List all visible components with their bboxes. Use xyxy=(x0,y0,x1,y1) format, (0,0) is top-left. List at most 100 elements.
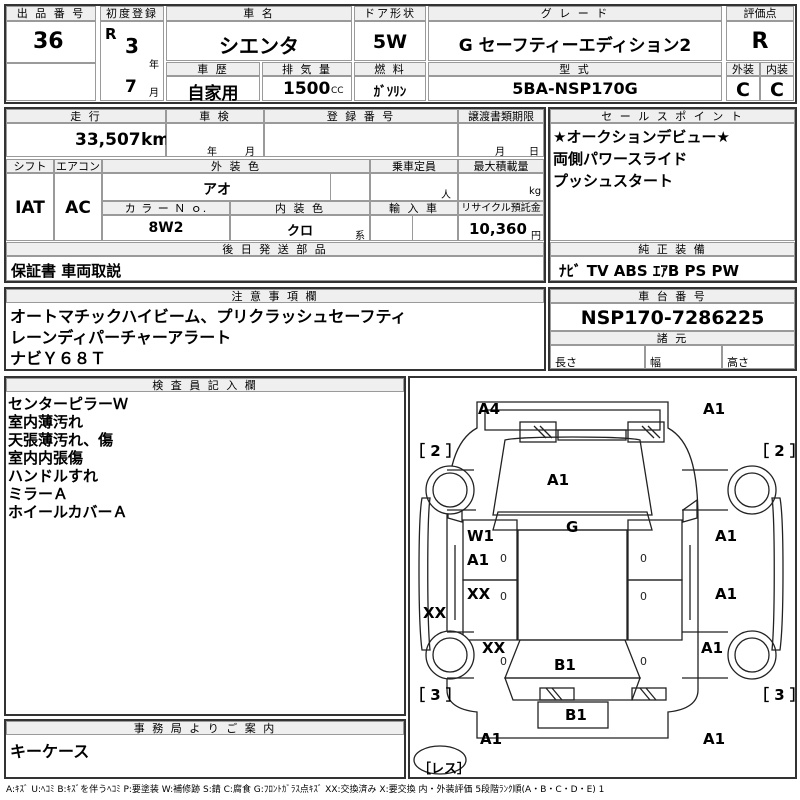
mark-rear-right: A1 xyxy=(703,730,726,748)
mark-quarter-left: XX xyxy=(482,639,506,657)
width-cell: 幅 xyxy=(645,345,722,369)
equipment-header: 純 正 装 備 xyxy=(550,242,795,256)
inspector-line: センターピラーＷ xyxy=(8,395,129,413)
door-cell: 5W xyxy=(354,21,426,61)
tire-rear-left: ［ 3 ］ xyxy=(410,686,461,704)
equipment-cell: ﾅﾋﾞ TV ABS ｴｱB PS PW xyxy=(550,256,795,281)
ac-header: エアコン xyxy=(54,159,102,173)
ac: AC xyxy=(65,198,91,218)
mark-rear-left: A1 xyxy=(480,730,503,748)
inspector-line: 天張薄汚れ、傷 xyxy=(8,431,114,449)
import-divider xyxy=(412,215,458,241)
mark-sill-left: XX xyxy=(423,604,447,622)
shift: IAT xyxy=(15,198,45,218)
inspector-frame xyxy=(4,376,406,716)
width-label: 幅 xyxy=(650,356,661,369)
model-header: 型 式 xyxy=(428,62,722,76)
fuel-header: 燃 料 xyxy=(354,62,426,76)
history-header: 車 歴 xyxy=(166,62,260,76)
office-header: 事 務 局 よ り ご 案 内 xyxy=(6,721,404,735)
reg-year: 3 xyxy=(125,34,139,58)
transfer-day: 日 xyxy=(529,147,539,158)
svg-text:0: 0 xyxy=(500,552,507,565)
later-items: 保証書 車両取説 xyxy=(11,262,122,280)
interior-color: クロ xyxy=(286,224,313,239)
note-line: レーンディパーチャーアラート xyxy=(10,328,232,347)
import-header: 輸 入 車 xyxy=(370,201,458,215)
transfer-month: 月 xyxy=(495,147,505,158)
svg-text:0: 0 xyxy=(500,590,507,603)
dims-header: 諸 元 xyxy=(550,331,795,345)
inspector-line: ホイールカバーＡ xyxy=(8,503,128,521)
grade-header: グ レ ー ド xyxy=(428,6,722,21)
mark-quarter-right: A1 xyxy=(701,639,724,657)
mark-front-door-left-2: A1 xyxy=(467,551,490,569)
score-cell: R xyxy=(726,21,794,61)
height-cell: 高さ xyxy=(722,345,795,369)
ac-cell: AC xyxy=(54,173,102,241)
notes-lines: オートマチックハイビーム、プリクラッシュセーフティ レーンディパーチャーアラート… xyxy=(10,306,406,369)
recycle-cell: 10,360 円 xyxy=(458,215,544,242)
mark-front-door-right: A1 xyxy=(715,527,738,545)
car-name-header: 車 名 xyxy=(166,6,352,21)
lot-header: 出 品 番 号 xyxy=(6,6,96,21)
displacement-unit: CC xyxy=(331,86,344,96)
exterior-header: 外装 xyxy=(726,62,760,76)
plate-cell xyxy=(264,123,458,157)
displacement-cell: 1500 CC xyxy=(262,76,352,101)
model-cell: 5BA-NSP170G xyxy=(428,76,722,101)
length-cell: 長さ xyxy=(550,345,645,369)
load-header: 最大積載量 xyxy=(458,159,544,173)
plate-header: 登 録 番 号 xyxy=(264,109,458,123)
mark-rear-glass: B1 xyxy=(554,656,576,674)
inspection-header: 車 検 xyxy=(166,109,264,123)
svg-text:0: 0 xyxy=(640,590,647,603)
transfer-header: 譲渡書類期限 xyxy=(458,109,544,123)
inspection-month-label: 月 xyxy=(245,147,255,158)
door-type: 5W xyxy=(372,31,408,53)
notes-header: 注 意 事 項 欄 xyxy=(6,289,544,303)
tire-front-left: ［ 2 ］ xyxy=(410,442,461,460)
car-name-cell: シエンタ xyxy=(166,21,352,61)
chassis-cell: NSP170-7286225 xyxy=(550,303,795,331)
exterior-grade: C xyxy=(736,79,750,101)
inspector-line: 室内薄汚れ xyxy=(8,413,84,431)
sales-line: ★オークションデビュー★ xyxy=(553,128,730,146)
later-cell: 保証書 車両取説 xyxy=(6,256,544,281)
inspector-lines: センターピラーＷ 室内薄汚れ 天張薄汚れ、傷 室内内張傷 ハンドルすれ ミラーＡ… xyxy=(8,395,128,521)
interior-color-header: 内 装 色 xyxy=(230,201,370,215)
reg-month: 7 xyxy=(125,77,137,97)
mark-rear-bumper: B1 xyxy=(565,706,587,724)
color-no: 8W2 xyxy=(148,220,184,236)
history: 自家用 xyxy=(187,84,239,104)
mark-roof: G xyxy=(566,518,579,536)
color: アオ xyxy=(203,182,231,198)
recycle-header: リサイクル預託金 xyxy=(458,201,544,215)
height-label: 高さ xyxy=(727,356,749,369)
color-cell: アオ xyxy=(102,173,370,201)
capacity-cell: 人 xyxy=(370,173,458,201)
year-unit: 年 xyxy=(149,60,159,71)
interior-grade: C xyxy=(770,79,784,101)
load-cell: kg xyxy=(458,173,544,201)
note-line: ナビＹ６８Ｔ xyxy=(10,349,107,368)
mark-front-left: A4 xyxy=(478,400,501,418)
sales-header: セ ー ル ス ポ イ ン ト xyxy=(550,109,795,123)
color-extra-cell xyxy=(330,173,370,201)
chassis-number: NSP170-7286225 xyxy=(580,307,765,329)
recycle-unit: 円 xyxy=(531,231,541,242)
inspector-line: ミラーＡ xyxy=(8,485,69,503)
era-label: R xyxy=(105,25,117,43)
inspector-line: ハンドルすれ xyxy=(8,467,99,485)
svg-text:0: 0 xyxy=(500,655,507,668)
shift-header: シフト xyxy=(6,159,54,173)
displacement-header: 排 気 量 xyxy=(262,62,352,76)
month-unit: 月 xyxy=(149,88,159,99)
lot-number-cell: 36 xyxy=(6,21,96,63)
sales-points: ★オークションデビュー★ 両側パワースライド プッシュスタート xyxy=(550,123,795,241)
interior-color-unit: 系 xyxy=(355,231,365,242)
interior-color-cell: クロ 系 xyxy=(230,215,370,242)
mark-front-door-left-1: W1 xyxy=(467,527,494,545)
lot-number: 36 xyxy=(33,29,64,54)
